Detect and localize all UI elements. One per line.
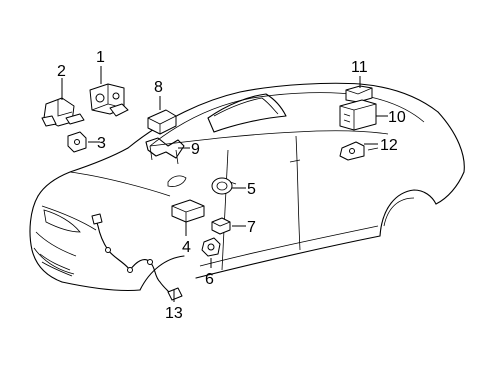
callout-1: 1 xyxy=(96,49,105,66)
bracket-part-9 xyxy=(145,137,185,165)
callout-3: 3 xyxy=(97,135,106,152)
bracket-part-2 xyxy=(41,97,85,127)
callout-8: 8 xyxy=(154,79,163,96)
bracket-part-12 xyxy=(339,141,365,161)
clock-spring-part-5 xyxy=(211,177,237,195)
callout-10: 10 xyxy=(388,109,406,126)
sensor-module-part-4 xyxy=(171,199,205,223)
callout-labels: 1 2 3 4 5 6 7 8 9 10 11 12 13 xyxy=(57,49,406,322)
callout-2: 2 xyxy=(57,63,66,80)
bracket-part-11 xyxy=(345,85,373,103)
sensor-part-8 xyxy=(147,109,177,135)
callout-13: 13 xyxy=(165,305,183,322)
sensor-part-6 xyxy=(201,237,221,257)
callout-6: 6 xyxy=(205,271,214,288)
leader-lines xyxy=(61,66,388,302)
sensor-part-7 xyxy=(211,217,231,235)
car-body-outline xyxy=(29,82,465,292)
control-module-part-10 xyxy=(339,99,377,131)
bracket-part-3 xyxy=(67,131,87,153)
callout-4: 4 xyxy=(182,239,191,256)
callout-12: 12 xyxy=(380,137,398,154)
abs-modulator-part xyxy=(89,83,129,117)
sensor-harness-part-13 xyxy=(91,213,183,301)
callout-5: 5 xyxy=(247,181,256,198)
callout-7: 7 xyxy=(247,219,256,236)
callout-9: 9 xyxy=(191,141,200,158)
callout-11: 11 xyxy=(351,59,368,76)
